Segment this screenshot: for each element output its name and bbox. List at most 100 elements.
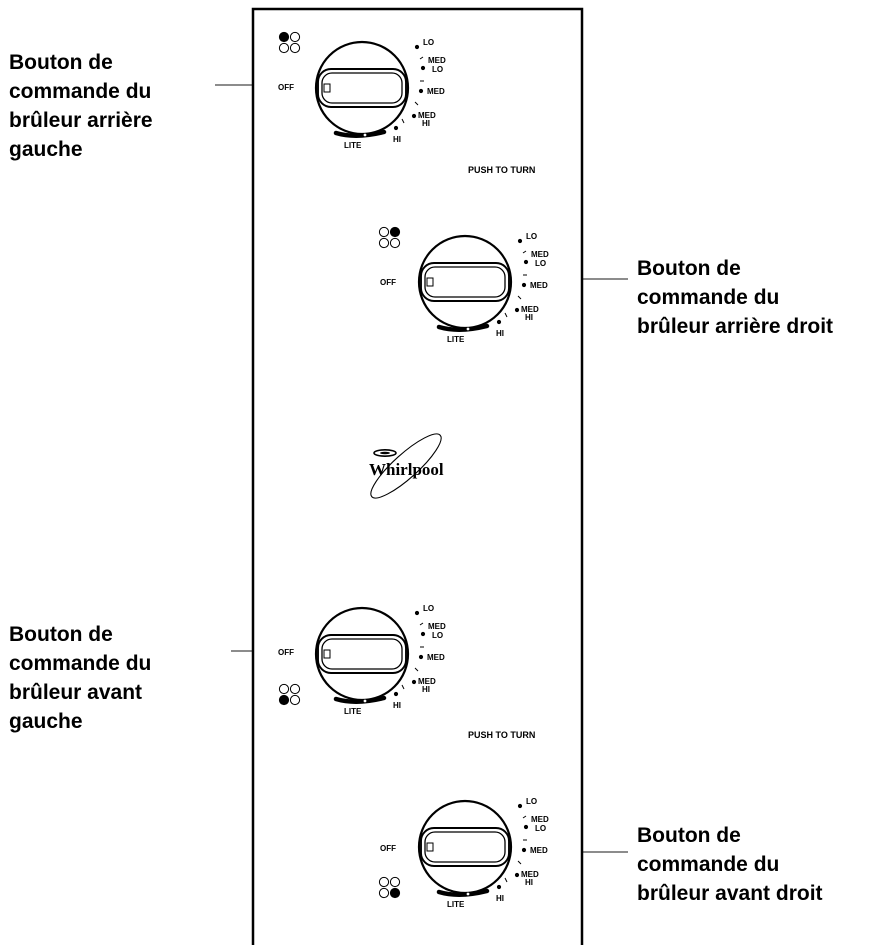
leader-line-rear-right (582, 278, 628, 280)
scale-tick (522, 250, 527, 254)
burner-indicator-icon (278, 683, 301, 706)
scale-tick (504, 312, 508, 318)
lite-label: LITE (344, 707, 362, 716)
callout-line: commande du (637, 286, 780, 309)
burner-dot-front-right (389, 237, 401, 249)
burner-dot-front-right (389, 887, 401, 899)
push-to-turn-label-bottom: PUSH TO TURN (468, 730, 535, 740)
position-dot (393, 691, 399, 697)
knob-grip-inner (321, 72, 403, 104)
lo-label: LO (423, 604, 434, 613)
scale-tick (517, 860, 522, 865)
knob-grip-inner (321, 638, 403, 670)
hi-label: HI (393, 135, 401, 144)
position-dot (523, 259, 529, 265)
position-dot (393, 125, 399, 131)
lite-label: LITE (447, 900, 465, 909)
callout-line: Bouton de (9, 51, 113, 74)
scale-tick (414, 101, 419, 106)
burner-dot-front-right (289, 694, 301, 706)
logo-emblem-core (380, 451, 390, 455)
burner-dot-rear-right (289, 683, 301, 695)
med-lo-label: MED (428, 56, 446, 65)
position-dot (418, 88, 424, 94)
burner-indicator-icon (378, 876, 401, 899)
knob-pointer-mark (323, 83, 331, 93)
lite-label: LITE (344, 141, 362, 150)
position-dot (514, 307, 520, 313)
lo-label: LO (526, 232, 537, 241)
callout-rear-right: Bouton de commande du brûleur arrière dr… (637, 254, 833, 341)
med-lo-label: MED (428, 622, 446, 631)
med-lo-label: MED (531, 815, 549, 824)
scale-tick (517, 295, 522, 300)
leader-line-rear-left (215, 84, 266, 86)
med-lo-label: MED (531, 250, 549, 259)
burner-dot-rear-left (278, 31, 290, 43)
burner-dot-rear-right (389, 876, 401, 888)
off-label: OFF (278, 83, 294, 92)
med-hi-label: HI (525, 313, 533, 322)
callout-line: brûleur arrière (9, 109, 153, 132)
lite-arc-mark (466, 327, 470, 331)
push-to-turn-label-top: PUSH TO TURN (468, 165, 535, 175)
burner-dot-rear-left (378, 226, 390, 238)
scale-tick (419, 56, 424, 60)
med-label: MED (530, 281, 548, 290)
lo-label: LO (526, 797, 537, 806)
position-dot (411, 679, 417, 685)
med-hi-label: HI (422, 119, 430, 128)
callout-line: gauche (9, 710, 83, 733)
med-label: MED (530, 846, 548, 855)
hi-label: HI (496, 894, 504, 903)
knob-pointer-mark (426, 277, 434, 287)
scale-tick (414, 667, 419, 672)
position-dot (517, 238, 523, 244)
position-dot (414, 44, 420, 50)
callout-line: brûleur avant (9, 681, 143, 704)
med-label: MED (427, 87, 445, 96)
whirlpool-logo: Whirlpool (369, 433, 444, 499)
scale-tick (419, 622, 424, 626)
control-panel-outline (251, 7, 584, 945)
position-dot (420, 631, 426, 637)
med-hi-label: MED (521, 305, 539, 314)
off-label: OFF (380, 844, 396, 853)
burner-dot-front-left (278, 42, 290, 54)
position-dot (521, 282, 527, 288)
burner-dot-rear-left (378, 876, 390, 888)
burner-dot-rear-left (278, 683, 290, 695)
burner-dot-front-left (378, 887, 390, 899)
med-lo-label: LO (432, 631, 443, 640)
knob-grip-outer (420, 827, 510, 867)
off-label: OFF (278, 648, 294, 657)
med-hi-label: MED (418, 677, 436, 686)
burner-dot-rear-right (389, 226, 401, 238)
position-dot (523, 824, 529, 830)
lite-arc (333, 695, 387, 704)
leader-line-front-right (582, 851, 628, 853)
burner-dot-front-left (378, 237, 390, 249)
burner-indicator-icon (378, 226, 401, 249)
callout-line: commande du (637, 853, 780, 876)
knob-pointer-mark (323, 649, 331, 659)
burner-dot-front-right (289, 42, 301, 54)
scale-tick (401, 118, 405, 124)
burner-dot-rear-right (289, 31, 301, 43)
lite-label: LITE (447, 335, 465, 344)
lite-arc-mark (363, 699, 367, 703)
med-hi-label: HI (525, 878, 533, 887)
burner-dot-front-left (278, 694, 290, 706)
lite-arc-mark (466, 892, 470, 896)
med-lo-label: LO (535, 824, 546, 833)
callout-line: Bouton de (9, 623, 113, 646)
med-lo-label: LO (535, 259, 546, 268)
logo-swoosh (370, 433, 442, 499)
knob-pointer-mark (426, 842, 434, 852)
logo-wordmark: Whirlpool (369, 460, 444, 479)
